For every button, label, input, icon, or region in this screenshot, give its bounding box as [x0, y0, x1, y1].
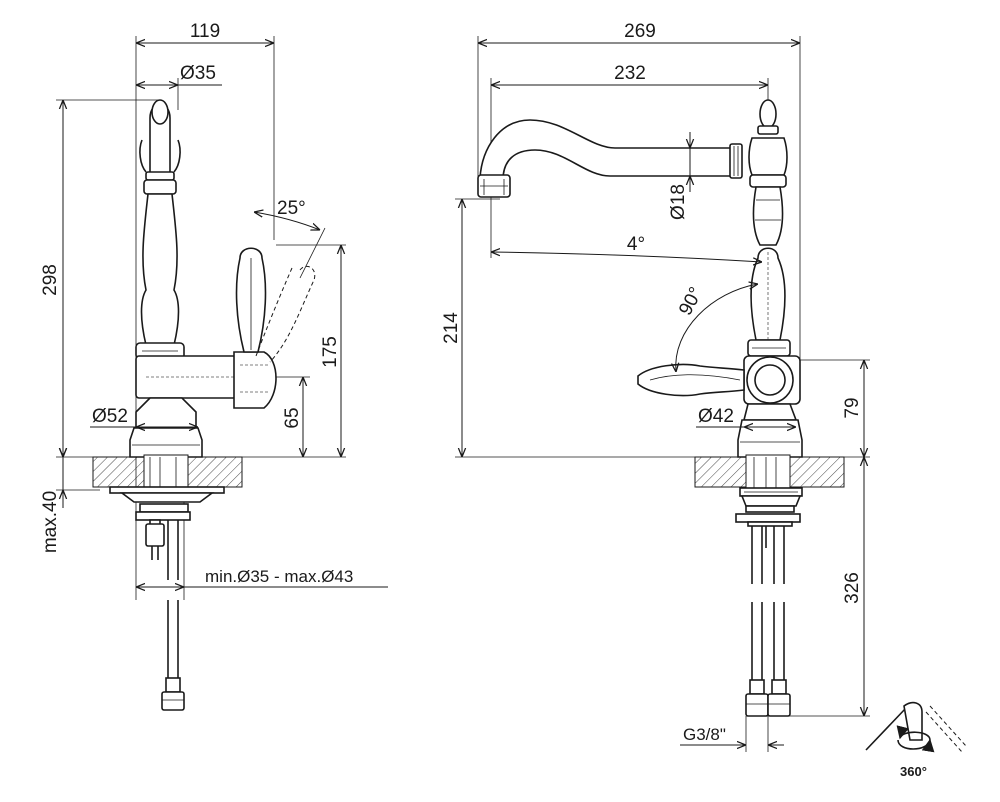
side-mounting-hardware — [109, 486, 225, 711]
dimension-width: 119 — [136, 21, 274, 43]
dimension-hose-length: 326 — [842, 457, 864, 716]
dimension-spout-reach: 232 — [491, 63, 768, 85]
dimension-body-diameter-label: Ø42 — [698, 406, 734, 427]
dimension-connection-thread: G3/8" — [680, 716, 784, 752]
dimension-lever-height: 175 — [320, 245, 341, 457]
dimension-total-width: 269 — [478, 21, 800, 43]
dimension-lever-rotation-label: 90° — [675, 284, 707, 319]
dimension-base-diameter-label: Ø52 — [92, 406, 128, 427]
faucet-front-lever — [637, 363, 745, 397]
faucet-side-body — [129, 99, 316, 458]
dimension-lever-height-label: 175 — [320, 336, 341, 368]
dimension-max-deck-thickness: max.40 — [40, 440, 63, 553]
dimension-width-label: 119 — [190, 21, 220, 42]
dimension-spout-reach-label: 232 — [614, 63, 646, 84]
dimension-lever-angle-label: 25° — [277, 198, 306, 219]
dimension-body-height-label: 65 — [282, 407, 303, 428]
dimension-hole-diameter: min.Ø35 - max.Ø43 — [136, 567, 388, 587]
dimension-lever-angle: 25° — [254, 198, 326, 279]
dimension-total-height: 298 — [40, 100, 63, 457]
front-view: 269 232 — [441, 21, 870, 752]
dimension-spout-diameter-label: Ø35 — [180, 63, 216, 84]
dimension-body-diameter: Ø42 — [696, 406, 796, 427]
countertop-section — [92, 454, 243, 490]
dimension-spout-diameter: Ø35 — [136, 63, 222, 85]
dimension-spout-diameter-front-label: Ø18 — [668, 184, 689, 220]
dimension-total-height-label: 298 — [40, 264, 61, 296]
dimension-max-deck-thickness-label: max.40 — [40, 491, 61, 553]
dimension-spout-angle: 4° — [491, 234, 762, 262]
rotation-360-label: 360° — [900, 764, 927, 779]
dimension-hose-length-label: 326 — [842, 572, 863, 604]
faucet-spout — [477, 119, 737, 198]
dimension-body-height: 65 — [282, 377, 303, 457]
side-view-extension-lines — [56, 36, 346, 600]
dimension-hole-diameter-label: min.Ø35 - max.Ø43 — [205, 567, 353, 586]
rotation-360-symbol: 360° — [865, 701, 967, 779]
front-mounting-hardware — [735, 487, 803, 717]
countertop-section-front — [694, 454, 845, 490]
faucet-front-column — [729, 99, 803, 458]
dimension-lever-center-height: 79 — [842, 360, 864, 457]
dimension-spout-height-label: 214 — [441, 312, 462, 344]
dimension-spout-angle-label: 4° — [627, 234, 645, 255]
dimension-spout-diameter-front: Ø18 — [668, 132, 690, 220]
side-view: 119 Ø35 298 — [40, 21, 388, 711]
dimension-base-diameter: Ø52 — [90, 406, 198, 427]
dimension-connection-thread-label: G3/8" — [683, 725, 726, 744]
dimension-spout-height: 214 — [441, 199, 462, 457]
dimension-lever-center-height-label: 79 — [842, 397, 863, 418]
dimension-total-width-label: 269 — [624, 21, 656, 42]
